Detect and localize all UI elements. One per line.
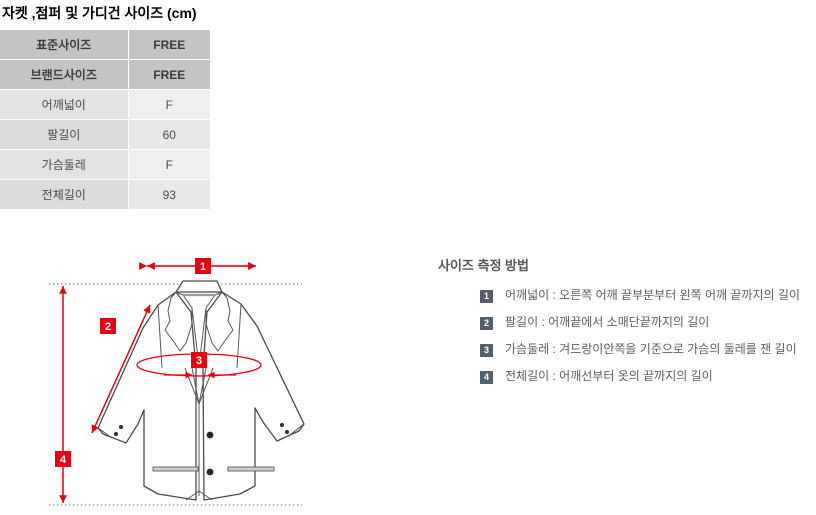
legend-badge-3: 3 (480, 344, 493, 357)
table-cell-label: 어깨넓이 (0, 89, 128, 120)
legend-text-1: 어깨넓이 : 오른쪽 어깨 끝부분부터 왼쪽 어깨 끝까지의 길이 (505, 288, 800, 302)
table-row: 표준사이즈 FREE (0, 30, 210, 60)
front-buttons (206, 431, 214, 476)
table-row: 가슴둘레 F (0, 149, 210, 180)
table-cell-label: 팔길이 (0, 119, 128, 150)
marker-label-1: 1 (200, 261, 206, 273)
legend-text-3: 가슴둘레 : 겨드랑이안쪽을 기준으로 가슴의 둘레를 잰 길이 (505, 342, 797, 356)
measurement-legend: 사이즈 측정 방법 1 어깨넓이 : 오른쪽 어깨 끝부분부터 왼쪽 어깨 끝까… (438, 255, 816, 396)
table-cell-value: F (127, 89, 210, 120)
marker-label-4: 4 (60, 454, 67, 466)
table-cell-value: FREE (127, 30, 210, 60)
table-cell-label: 브랜드사이즈 (0, 59, 128, 90)
jacket-outline (97, 280, 305, 501)
legend-badge-4: 4 (480, 371, 493, 384)
table-row: 브랜드사이즈 FREE (0, 59, 210, 90)
legend-text-4: 전체길이 : 어깨선부터 옷의 끝까지의 길이 (505, 369, 713, 383)
legend-badge-1: 1 (480, 290, 493, 303)
pocket-flaps (152, 466, 275, 472)
page-title: 자켓 ,점퍼 및 가디건 사이즈 (cm) (2, 5, 197, 21)
table-cell-value: FREE (127, 59, 210, 90)
list-item: 4 전체길이 : 어깨선부터 옷의 끝까지의 길이 (480, 369, 816, 384)
cuff-lines (97, 423, 305, 439)
legend-list: 1 어깨넓이 : 오른쪽 어깨 끝부분부터 왼쪽 어깨 끝까지의 길이 2 팔길… (438, 288, 816, 384)
legend-badge-2: 2 (480, 317, 493, 330)
jacket-measurement-diagram: 1 2 3 4 (40, 248, 370, 515)
marker-label-2: 2 (105, 321, 111, 333)
chest-circumference-measure: 3 (136, 352, 262, 379)
table-cell-value: 93 (127, 179, 210, 209)
size-table: 표준사이즈 FREE 브랜드사이즈 FREE 어깨넓이 F 팔길이 60 가슴둘… (0, 30, 210, 209)
table-cell-value: F (127, 149, 210, 180)
table-row: 전체길이 93 (0, 179, 210, 209)
table-row: 팔길이 60 (0, 119, 210, 150)
table-cell-label: 표준사이즈 (0, 30, 128, 60)
table-cell-value: 60 (127, 119, 210, 150)
total-length-measure: 4 (55, 286, 71, 503)
table-row: 어깨넓이 F (0, 89, 210, 120)
legend-text-2: 팔길이 : 어깨끝에서 소매단끝까지의 길이 (505, 315, 710, 329)
size-table-body: 표준사이즈 FREE 브랜드사이즈 FREE 어깨넓이 F 팔길이 60 가슴둘… (0, 30, 210, 209)
sleeve-length-measure: 2 (91, 304, 151, 434)
list-item: 3 가슴둘레 : 겨드랑이안쪽을 기준으로 가슴의 둘레를 잰 길이 (480, 342, 816, 357)
shoulder-width-measure: 1 (139, 258, 256, 274)
table-cell-label: 가슴둘레 (0, 149, 128, 180)
table-cell-label: 전체길이 (0, 179, 128, 209)
marker-label-3: 3 (196, 355, 202, 367)
legend-title: 사이즈 측정 방법 (438, 258, 529, 273)
list-item: 1 어깨넓이 : 오른쪽 어깨 끝부분부터 왼쪽 어깨 끝까지의 길이 (480, 288, 816, 303)
list-item: 2 팔길이 : 어깨끝에서 소매단끝까지의 길이 (480, 315, 816, 330)
cuff-buttons (113, 422, 290, 437)
